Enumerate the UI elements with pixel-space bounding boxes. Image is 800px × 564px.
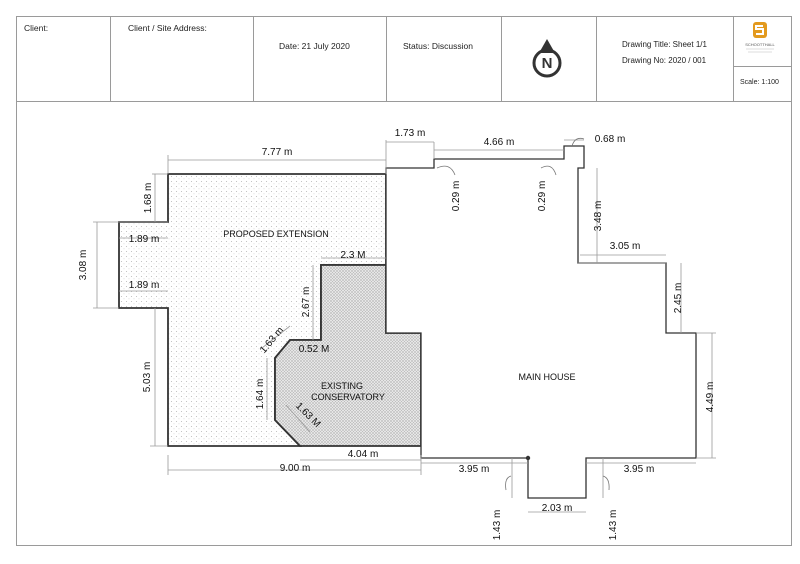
main-house-outline (385, 145, 697, 499)
dim-2-45: 2.45 m (673, 283, 684, 314)
dim-2-3: 2.3 M (340, 250, 365, 261)
logo-scale-cell: SCHOOTTHALL Scale: 1:100 (734, 16, 792, 102)
drawing-title: Drawing Title: Sheet 1/1 (622, 40, 707, 49)
dim-1-43-left: 1.43 m (492, 510, 503, 541)
dim-3-95-left: 3.95 m (459, 464, 490, 475)
north-arrow-icon: N (532, 39, 562, 78)
title-block: Client: Client / Site Address: Date: 21 … (16, 16, 792, 102)
status-text: Status: Discussion (403, 41, 473, 51)
dim-9-00: 9.00 m (280, 463, 311, 474)
door-swing-marks (436, 137, 610, 491)
status-cell: Status: Discussion (387, 16, 502, 102)
conservatory-label-line-2: CONSERVATORY (311, 392, 385, 402)
dim-0-68: 0.68 m (595, 134, 626, 145)
dim-3-08: 3.08 m (78, 250, 89, 281)
dim-3-48: 3.48 m (593, 201, 604, 232)
dim-1-89-upper: 1.89 m (129, 234, 160, 245)
scale-text: Scale: 1:100 (740, 79, 779, 86)
dim-1-64: 1.64 m (255, 379, 266, 410)
conservatory-label-line-1: EXISTING (321, 381, 363, 391)
dim-2-67: 2.67 m (301, 287, 312, 318)
dim-0-52: 0.52 M (299, 344, 330, 355)
company-logo: SCHOOTTHALL (745, 22, 776, 53)
dim-1-89-lower: 1.89 m (129, 280, 160, 291)
corner-marker (525, 455, 531, 461)
north-letter: N (542, 55, 553, 72)
date-text: Date: 21 July 2020 (279, 41, 350, 51)
dim-1-73: 1.73 m (395, 128, 426, 139)
client-label: Client: (24, 23, 49, 33)
dim-1-68: 1.68 m (143, 183, 154, 214)
dim-3-05: 3.05 m (610, 241, 641, 252)
dim-7-77: 7.77 m (262, 147, 293, 158)
client-address-cell: Client / Site Address: (111, 16, 254, 102)
client-address-label: Client / Site Address: (128, 23, 207, 33)
dim-1-43-right: 1.43 m (608, 510, 619, 541)
dim-3-95-right: 3.95 m (624, 464, 655, 475)
area-labels: PROPOSED EXTENSION EXISTING CONSERVATORY… (223, 229, 575, 402)
logo-text: SCHOOTTHALL (745, 42, 775, 47)
dim-5-03: 5.03 m (142, 362, 153, 393)
dim-4-66: 4.66 m (484, 137, 515, 148)
dim-0-29-left: 0.29 m (451, 181, 462, 212)
client-cell: Client: (16, 16, 111, 102)
proposed-extension-label: PROPOSED EXTENSION (223, 229, 329, 239)
dimension-lines (93, 139, 716, 513)
dim-2-03: 2.03 m (542, 503, 573, 514)
drawing-info-cell: Drawing Title: Sheet 1/1 Drawing No: 202… (597, 16, 734, 102)
north-cell: N (502, 16, 597, 102)
drawing-number: Drawing No: 2020 / 001 (622, 56, 707, 65)
dim-0-29-right: 0.29 m (537, 181, 548, 212)
dim-4-49: 4.49 m (705, 382, 716, 413)
drawing-sheet-border (16, 16, 792, 546)
main-house-label: MAIN HOUSE (518, 372, 575, 382)
date-cell: Date: 21 July 2020 (254, 16, 387, 102)
dim-4-04: 4.04 m (348, 449, 379, 460)
